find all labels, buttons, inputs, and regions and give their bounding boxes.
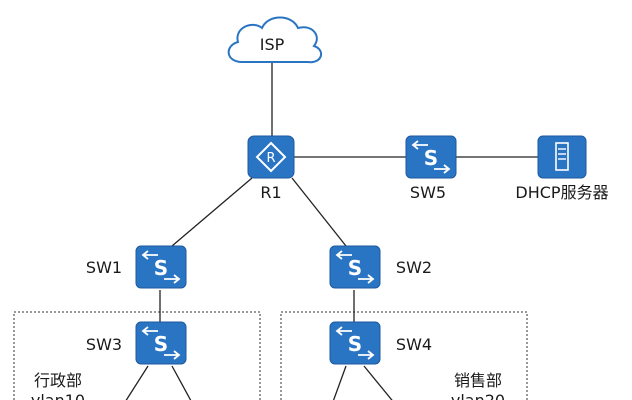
link-sw3-down-right: [171, 365, 192, 400]
zone-sales-dept: [280, 311, 528, 400]
dhcp-server: DHCP服务器: [515, 135, 609, 202]
svg-text:S: S: [424, 146, 438, 170]
sw3-label: SW3: [86, 335, 122, 354]
switch-sw3: S SW3: [86, 321, 187, 365]
r1-label: R1: [260, 183, 281, 202]
link-r1-sw2: [291, 177, 347, 247]
isp-label: ISP: [260, 35, 285, 54]
switch-sw1: S SW1: [86, 245, 187, 289]
router-r1: R R1: [247, 135, 295, 202]
svg-text:S: S: [348, 332, 362, 356]
switch-sw5: S SW5: [405, 135, 457, 202]
admin-dept-label: 行政部: [34, 371, 82, 390]
switch-sw4: S SW4: [329, 321, 432, 365]
sales-dept-label: 销售部: [454, 371, 502, 390]
link-sw4-down-left: [332, 365, 347, 400]
svg-text:S: S: [154, 332, 168, 356]
switch-sw2: S SW2: [329, 245, 432, 289]
sw4-label: SW4: [396, 335, 432, 354]
link-r1-sw1: [171, 177, 253, 247]
zone-admin-dept: [13, 311, 261, 400]
links: [125, 62, 538, 400]
switch-icon: S: [135, 321, 187, 365]
switch-icon: S: [135, 245, 187, 289]
router-icon: R: [247, 135, 295, 179]
cloud-icon: [227, 16, 323, 64]
admin-vlan-label: vlan10: [31, 391, 85, 400]
switch-icon: S: [329, 321, 381, 365]
svg-text:R: R: [266, 151, 275, 166]
dhcp-label: DHCP服务器: [515, 183, 608, 202]
link-sw3-down-left: [125, 365, 149, 400]
switch-icon: S: [329, 245, 381, 289]
isp-node: ISP: [227, 16, 323, 64]
switch-icon: S: [405, 135, 457, 179]
svg-text:S: S: [348, 256, 362, 280]
link-sw4-down-right: [363, 365, 393, 400]
sw1-label: SW1: [86, 258, 122, 277]
sales-vlan-label: vlan20: [451, 391, 505, 400]
svg-text:S: S: [154, 256, 168, 280]
sw2-label: SW2: [396, 258, 432, 277]
sw5-label: SW5: [410, 183, 446, 202]
server-icon: [537, 135, 587, 179]
